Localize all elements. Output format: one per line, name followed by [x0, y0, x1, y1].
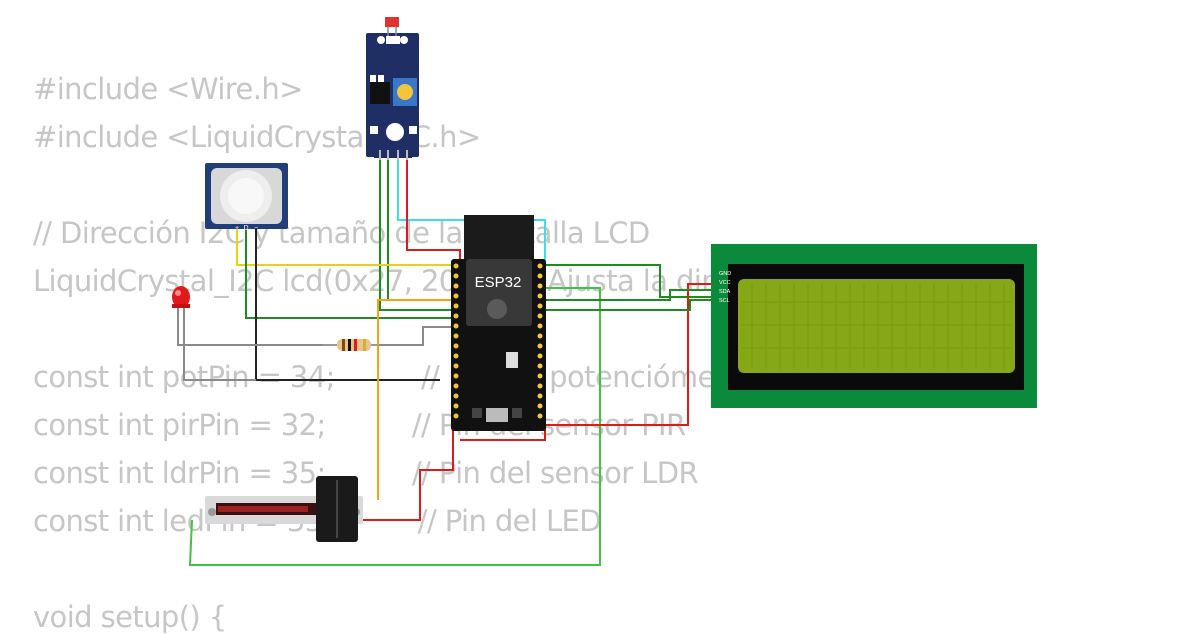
pir-motion-sensor[interactable]: + D −	[205, 163, 288, 232]
resistor[interactable]	[323, 339, 378, 351]
wire-pir-yellow	[236, 220, 460, 266]
wire-led-gray-2	[183, 318, 256, 381]
wire-pot-orange	[377, 299, 460, 500]
pir-pin-label: +	[235, 225, 239, 232]
code-line: #include <LiquidCrystal_I2C.h>	[33, 120, 481, 154]
slide-potentiometer[interactable]	[205, 476, 363, 542]
red-led[interactable]	[172, 286, 190, 318]
photoresistor-icon	[385, 17, 399, 27]
usb-port-icon	[486, 408, 508, 422]
wire-pir-green	[245, 220, 460, 319]
wire-ldr-green	[379, 160, 460, 311]
pir-pin-label: −	[254, 225, 258, 232]
wire-ldr-red	[406, 160, 461, 262]
pir-pin-label: D	[243, 225, 248, 232]
code-editor-background: #include <Wire.h> #include <LiquidCrysta…	[33, 0, 1200, 634]
lcd-pin-label: GND	[719, 271, 731, 277]
lcd-display[interactable]: GND VCC SDA SCL	[711, 244, 1037, 408]
code-line: #include <Wire.h>	[33, 72, 303, 106]
wire-led-gray	[177, 310, 460, 346]
wire-lcd-green-sda	[545, 289, 714, 301]
wire-pot-red	[360, 425, 454, 521]
espressif-logo-icon	[487, 299, 507, 319]
code-line: const int pirPin = 32; // Pin del sensor…	[33, 408, 686, 442]
wires	[177, 160, 714, 566]
esp32-board[interactable]: ESP32	[451, 215, 546, 431]
wire-lcd-red-vcc	[460, 283, 714, 441]
wire-lcd-green-scl	[545, 299, 714, 311]
lcd-pin-label: SDA	[719, 289, 731, 295]
wire-pot-lightgreen	[188, 287, 601, 566]
code-line: const int ldrPin = 35; // Pin del sensor…	[33, 456, 699, 490]
esp32-label: ESP32	[475, 274, 522, 291]
ldr-sensor-module[interactable]	[366, 17, 419, 160]
wire-lcd-green-gnd	[545, 264, 713, 298]
code-line: void setup() {	[33, 600, 227, 634]
lcd-pin-label: VCC	[719, 280, 731, 286]
lcd-pin-label: SCL	[719, 298, 730, 304]
